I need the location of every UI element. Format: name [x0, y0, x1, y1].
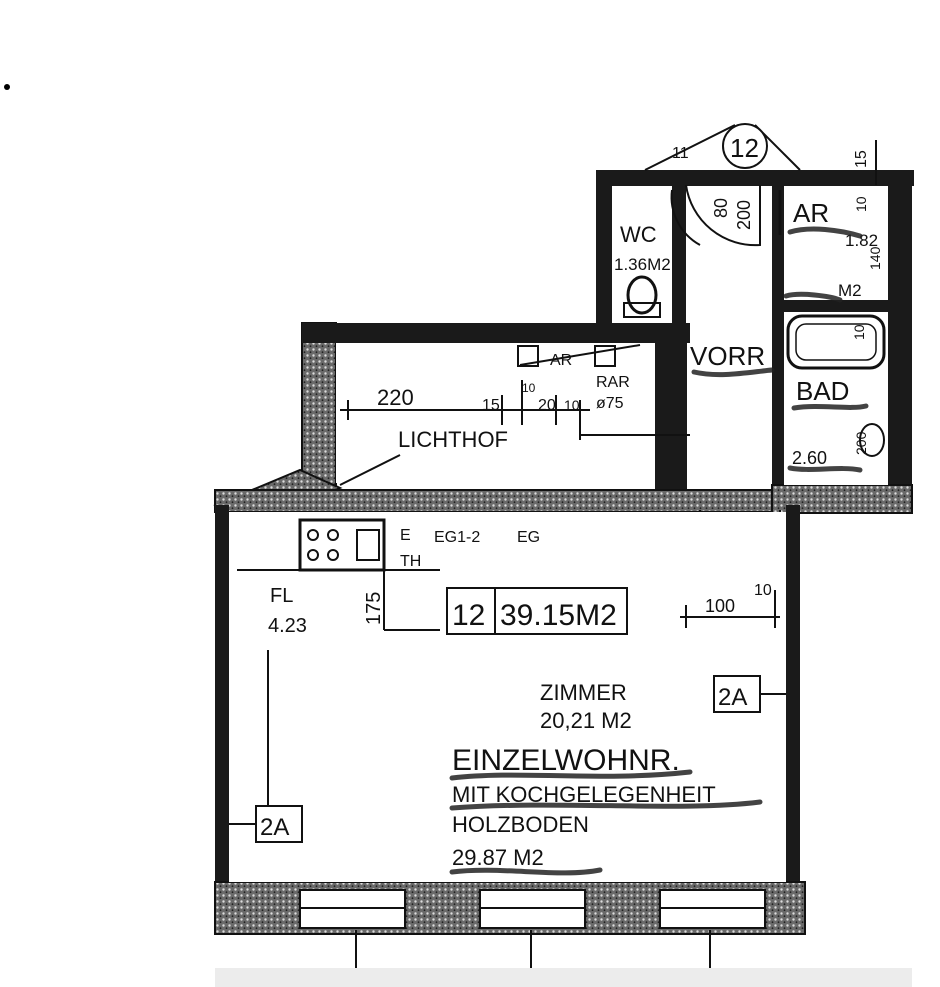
einzel-line2: HOLZBODEN: [452, 812, 589, 837]
wc-area: 1.36M2: [614, 255, 671, 274]
fl-label: FL: [270, 585, 293, 607]
unit-number: 12: [452, 599, 485, 632]
lichthof-dim-width: 220: [377, 385, 414, 410]
ar-shaft-label: AR: [550, 352, 572, 369]
wc-label: WC: [620, 222, 657, 247]
main-room: FL 4.23 175 E EG1-2 EG TH 12 39.15M2 100…: [229, 512, 786, 882]
fl-area: 4.23: [268, 615, 307, 637]
lichthof-dim-c: 20: [538, 397, 556, 414]
kitchen-mark-th: TH: [400, 553, 421, 570]
ar-label: AR: [793, 198, 829, 228]
kitchen-mark-eg2: EG: [517, 529, 540, 546]
stray-dot: [4, 84, 10, 90]
dim-100: 100: [705, 596, 735, 616]
kitchen-mark-e: E: [400, 527, 411, 544]
bad-dim-10: 10: [851, 324, 867, 340]
section-marker-left: 2A: [260, 814, 289, 841]
bottom-strip: [215, 968, 912, 987]
top-dim-140: 140: [867, 246, 883, 270]
top-dim-11: 11: [672, 145, 689, 162]
lichthof-dim-d: 10: [564, 397, 580, 413]
top-marker-group: 12 11 15: [644, 123, 877, 185]
lichthof-dim-a: 15: [482, 397, 500, 414]
einzel-title: EINZELWOHNR.: [452, 744, 680, 777]
unit-area: 39.15M2: [500, 599, 617, 632]
top-unit-number: 12: [730, 133, 759, 163]
bad-area: 2.60: [792, 448, 827, 468]
bad-label: BAD: [796, 376, 849, 406]
top-dim-15: 15: [853, 150, 870, 168]
dim-10: 10: [754, 582, 772, 599]
zimmer-area: 20,21 M2: [540, 708, 632, 733]
vorr-area: VORR: [690, 341, 775, 378]
einzel-area: 29.87 M2: [452, 845, 544, 870]
bad-dim-200: 200: [853, 431, 869, 455]
bad-room: BAD 2.60 10 200: [784, 312, 888, 485]
wc-room: WC 1.36M2: [612, 186, 701, 323]
fl-depth-dim: 175: [363, 592, 385, 625]
vorr-label: VORR: [690, 341, 765, 371]
rar-dim-label: ø75: [596, 395, 624, 412]
lichthof-label: LICHTHOF: [398, 427, 508, 452]
bottom-windows: [299, 889, 766, 968]
kitchen-mark-eg1: EG1-2: [434, 529, 480, 546]
door-top: 80 200: [685, 184, 761, 247]
lichthof-dim-b: 10: [522, 381, 536, 395]
door-top-height: 200: [734, 200, 754, 230]
lichthof-area: 220 LICHTHOF 15 10 20 10 AR RAR ø75: [336, 343, 690, 486]
top-dim-10: 10: [853, 196, 869, 212]
ar-area-b: M2: [838, 281, 862, 300]
rar-label: RAR: [596, 374, 630, 391]
section-marker-right: 2A: [718, 684, 747, 711]
zimmer-label: ZIMMER: [540, 680, 627, 705]
ar-room: AR 1.82 M2 10 140: [778, 186, 888, 303]
door-top-width: 80: [711, 198, 731, 218]
